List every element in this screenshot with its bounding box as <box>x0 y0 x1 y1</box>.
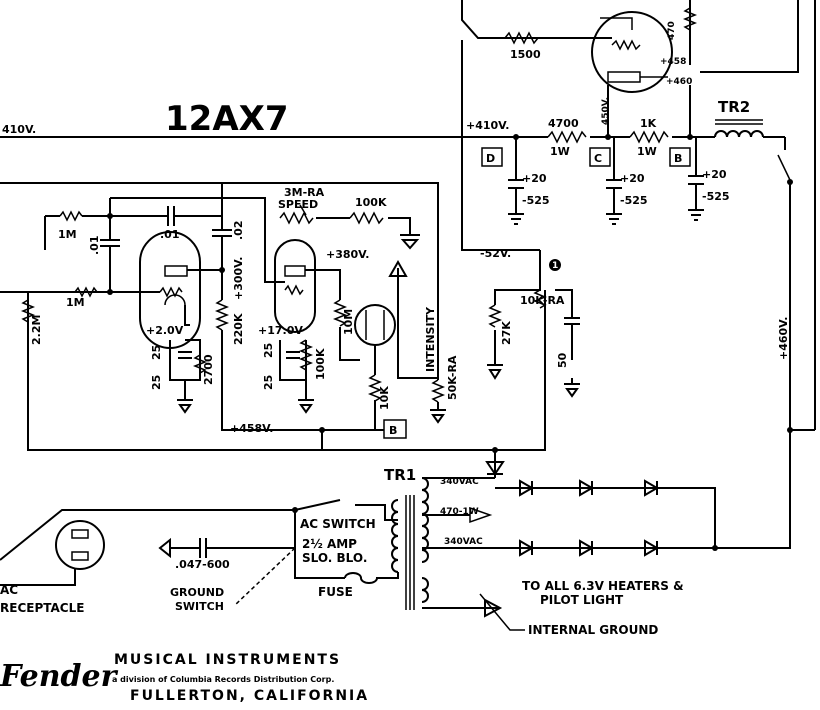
intensity-label: INTENSITY <box>424 306 437 372</box>
v380-label: +380V. <box>326 248 369 261</box>
filter-caps: D +20 -525 C +20 -525 B +20 -525 <box>481 137 730 225</box>
v450-label: 450V. <box>601 97 611 125</box>
cap-c-value: +20 <box>702 168 727 181</box>
node-b-label: B <box>674 152 682 165</box>
tr2-label: TR2 <box>718 98 750 116</box>
tube-type-title: 12AX7 <box>165 99 289 139</box>
fuse-label: FUSE <box>318 585 353 599</box>
cap-c-voltage: -525 <box>702 190 730 203</box>
c-50-label: 50 <box>556 352 569 368</box>
res-4700-label: 4700 <box>548 117 579 130</box>
heaters-label: TO ALL 6.3V HEATERS & <box>522 579 684 593</box>
r-50k-label: 50K-RA <box>446 355 459 400</box>
tap-470-label: 470-1W <box>440 507 479 517</box>
r-2-2m-label: 2.2M <box>30 315 43 345</box>
v458-top-label: +458 <box>660 57 686 67</box>
c-01-b-label: .01 <box>160 228 180 241</box>
v52-label: -52V. <box>480 247 511 260</box>
res-1500-label: 1500 <box>510 48 541 61</box>
v2-label: +2.0V <box>146 324 184 337</box>
preamp-section: 2.2M 1M 1M .01 .01 .02 +300V. 220K +2. <box>0 182 580 451</box>
ac-label: AC <box>0 583 18 597</box>
r-10k-ra-label: 10K-RA <box>520 294 565 307</box>
company-division: a division of Columbia Records Distribut… <box>112 675 334 684</box>
c-25-b-label: 25 <box>150 345 163 360</box>
cap-047-label: .047-600 <box>175 558 230 571</box>
cap-a-voltage: -525 <box>522 194 550 207</box>
ac-switch-label: AC SWITCH <box>300 517 376 531</box>
node-b-lower-label: B <box>389 424 397 437</box>
r-10m-label: 10M <box>342 309 355 335</box>
cap-b-value: +20 <box>620 172 645 185</box>
tr1-label: TR1 <box>384 466 416 484</box>
r-220k-label: 220K <box>232 313 245 345</box>
fuse-rating-label: 2½ AMP <box>302 537 357 551</box>
res-470-label: 470 <box>667 21 677 40</box>
cap-a-value: +20 <box>522 172 547 185</box>
v340-b-label: 340VAC <box>444 537 483 547</box>
marker-label: 1 <box>552 261 558 271</box>
photocell-lamp <box>354 304 396 346</box>
internal-ground-label: INTERNAL GROUND <box>528 623 658 637</box>
power-section: TR1 340VAC 470-1W 340VAC TO ALL 6.3V HE <box>0 427 815 637</box>
speed-label: SPEED <box>278 198 318 211</box>
node-c-label: C <box>594 152 602 165</box>
c-25-d-label: 25 <box>262 343 275 358</box>
r-27k-label: 27K <box>500 321 513 345</box>
company-city: FULLERTON, CALIFORNIA <box>130 688 369 704</box>
rail-left-label: 410V. <box>2 123 36 136</box>
footer-branding: Fender MUSICAL INSTRUMENTS a division of… <box>0 652 369 704</box>
c-25-a-label: 25 <box>150 375 163 390</box>
r-1m-b-label: 1M <box>66 296 85 309</box>
v460-label: +460V. <box>777 317 790 360</box>
c-02-label: .02 <box>232 221 245 241</box>
res-1k-label: 1K <box>640 117 657 130</box>
ac-receptacle <box>55 520 105 570</box>
r-100k-top-label: 100K <box>355 196 387 209</box>
v340-a-label: 340VAC <box>440 477 479 487</box>
v300-label: +300V. <box>232 257 245 300</box>
company-name: MUSICAL INSTRUMENTS <box>114 652 341 668</box>
r-100k-label: 100K <box>314 348 327 380</box>
res-1k-watt: 1W <box>637 145 657 158</box>
rail-voltage-label: +410V. <box>466 119 509 132</box>
speed-pot-label: 3M-RA <box>284 186 325 199</box>
v458-label: +458V. <box>230 422 273 435</box>
preamp-tube-2 <box>274 239 316 333</box>
cap-b-voltage: -525 <box>620 194 648 207</box>
r-2700-label: 2700 <box>202 354 215 385</box>
preamp-tube-1 <box>139 231 201 349</box>
pilot-light-label: PILOT LIGHT <box>540 593 624 607</box>
receptacle-label: RECEPTACLE <box>0 601 84 615</box>
brand-logo: Fender <box>0 659 119 694</box>
r-1m-a-label: 1M <box>58 228 77 241</box>
v17-label: +17.0V <box>258 324 303 337</box>
fuse-type-label: SLO. BLO. <box>302 551 367 565</box>
output-tube <box>591 11 673 93</box>
res-4700-watt: 1W <box>550 145 570 158</box>
c-25-c-label: 25 <box>262 375 275 390</box>
r-10k-label: 10K <box>378 386 391 410</box>
top-output-section: 1500 +458 +460 470 <box>461 0 816 430</box>
b-plus-rail: 410V. +410V. 4700 1W 1K 1W TR2 450V. +46… <box>0 40 793 430</box>
ground-switch-label-a: GROUND <box>170 586 224 599</box>
v460-top-label: +460 <box>666 77 692 87</box>
c-01-a-label: .01 <box>88 236 101 256</box>
node-d-label: D <box>486 152 495 165</box>
ground-switch-label-b: SWITCH <box>175 600 224 613</box>
